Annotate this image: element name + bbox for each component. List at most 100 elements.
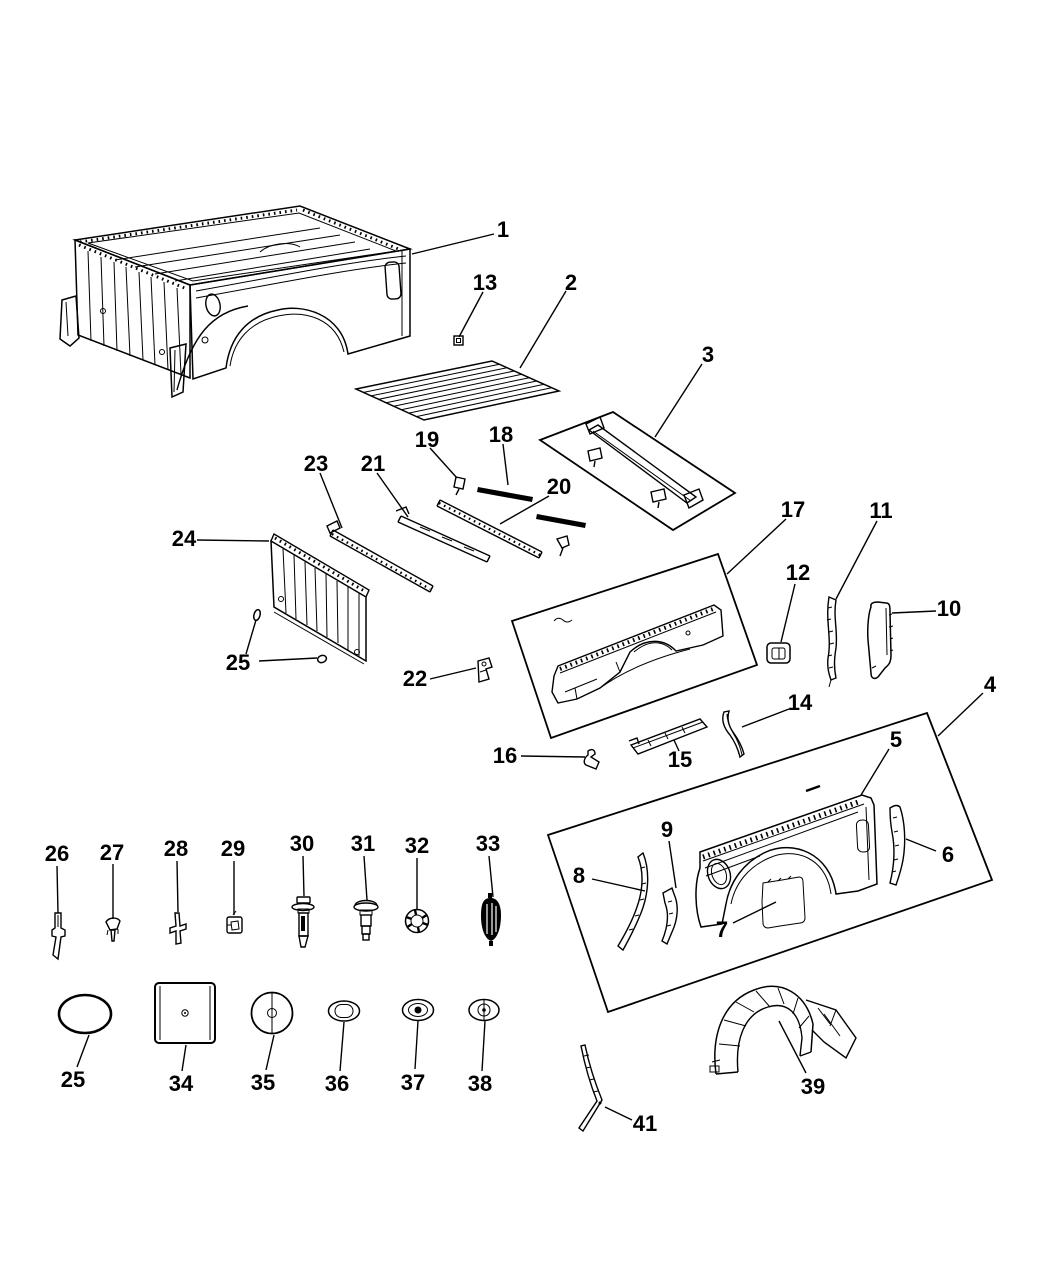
leader-18 xyxy=(502,443,509,486)
part-6-strip xyxy=(889,804,906,886)
callout-32: 32 xyxy=(405,833,429,858)
leader-33 xyxy=(488,855,494,898)
part-11-reinforcement xyxy=(826,596,838,688)
part-5-quarter-panel xyxy=(695,784,878,928)
callout-28: 28 xyxy=(164,836,188,861)
leader-23 xyxy=(319,472,343,529)
part-24-front-panel xyxy=(270,532,370,665)
callout-17: 17 xyxy=(781,497,805,522)
leader-9 xyxy=(668,840,677,889)
leader-12 xyxy=(780,583,796,643)
part-28-pin xyxy=(169,912,187,945)
callout-37: 37 xyxy=(401,1070,425,1095)
part-31-screw xyxy=(353,899,379,941)
leader-7 xyxy=(732,901,777,924)
leader-8 xyxy=(591,878,646,892)
callout-19: 19 xyxy=(415,427,439,452)
callout-labels: 1 2 3 13 19 18 23 21 20 24 17 11 12 10 2… xyxy=(45,217,997,1136)
part-34-square-patch xyxy=(154,982,216,1044)
part-14-strip xyxy=(722,710,745,759)
part-15-sill xyxy=(628,718,709,755)
callout-35: 35 xyxy=(251,1070,275,1095)
leader-15 xyxy=(673,739,680,752)
callout-31: 31 xyxy=(351,831,375,856)
callout-16: 16 xyxy=(493,743,517,768)
leader-22 xyxy=(429,667,477,680)
part-36-oval-grommet xyxy=(327,1000,361,1022)
callout-21: 21 xyxy=(361,451,385,476)
leader-31 xyxy=(363,855,368,901)
callout-1: 1 xyxy=(497,217,509,242)
part-12-clip xyxy=(766,642,791,664)
leader-30 xyxy=(302,855,305,897)
part-27-push-pin xyxy=(105,917,121,942)
part-38-oval-grommet xyxy=(468,998,500,1022)
part-16-bracket xyxy=(583,748,600,770)
callout-25-lower: 25 xyxy=(61,1067,85,1092)
part-8-strip xyxy=(617,851,649,952)
part-41-rod xyxy=(578,1044,603,1133)
part-21-rail xyxy=(395,506,491,563)
leader-36 xyxy=(339,1021,345,1072)
part-37-oval-grommet xyxy=(401,998,435,1022)
part-22-bracket xyxy=(477,657,493,683)
leader-4 xyxy=(937,692,984,737)
leader-17 xyxy=(726,518,787,575)
leader-10 xyxy=(891,610,937,614)
part-13-clip xyxy=(453,335,464,346)
leader-41 xyxy=(604,1106,633,1121)
callout-25-upper: 25 xyxy=(226,650,250,675)
leader-25-c xyxy=(76,1034,90,1068)
leader-11 xyxy=(835,520,878,600)
leader-35 xyxy=(265,1034,275,1071)
part-19-clip xyxy=(453,476,466,496)
part-18-skid-strip xyxy=(477,487,533,502)
callout-30: 30 xyxy=(290,831,314,856)
callout-12: 12 xyxy=(786,560,810,585)
leader-21 xyxy=(376,472,409,518)
callout-34: 34 xyxy=(169,1071,194,1096)
leader-3 xyxy=(654,363,703,438)
part-25-oval-seal xyxy=(57,993,113,1035)
part-9-strip xyxy=(661,886,678,946)
part-20-skid-strip xyxy=(536,514,586,528)
part-1-truck-bed xyxy=(59,205,413,399)
callout-22: 22 xyxy=(403,666,427,691)
part-30-bolt xyxy=(291,896,315,948)
callout-7: 7 xyxy=(716,917,728,942)
leader-14 xyxy=(741,708,790,728)
part-35-round-plug xyxy=(250,991,294,1035)
callout-2: 2 xyxy=(565,270,577,295)
leader-lines xyxy=(56,233,984,1121)
callout-41: 41 xyxy=(633,1111,657,1136)
leader-34 xyxy=(181,1044,187,1072)
part-10-extension-panel xyxy=(867,601,894,680)
leader-19 xyxy=(429,447,458,479)
part-2-floor-panel xyxy=(353,360,562,421)
leader-28 xyxy=(176,860,179,913)
callout-4: 4 xyxy=(984,672,997,697)
callout-9: 9 xyxy=(661,817,673,842)
callout-20: 20 xyxy=(547,474,571,499)
part-39-wheel-liner xyxy=(709,985,857,1075)
callout-36: 36 xyxy=(325,1071,349,1096)
callout-15: 15 xyxy=(668,747,692,772)
callout-18: 18 xyxy=(489,422,513,447)
leader-25-b xyxy=(258,657,318,662)
callout-13: 13 xyxy=(473,270,497,295)
part-3-crossmember-box xyxy=(538,410,737,532)
callout-38: 38 xyxy=(468,1071,492,1096)
leader-6 xyxy=(905,838,937,852)
callout-14: 14 xyxy=(788,690,813,715)
leader-5 xyxy=(860,748,890,796)
callout-3: 3 xyxy=(702,342,714,367)
leader-25-a xyxy=(245,619,257,655)
leader-1 xyxy=(411,233,495,255)
callout-27: 27 xyxy=(100,840,124,865)
callout-33: 33 xyxy=(476,831,500,856)
part-26-rivet xyxy=(51,912,66,961)
leader-26 xyxy=(56,865,59,914)
part-33-grommet xyxy=(481,893,501,946)
